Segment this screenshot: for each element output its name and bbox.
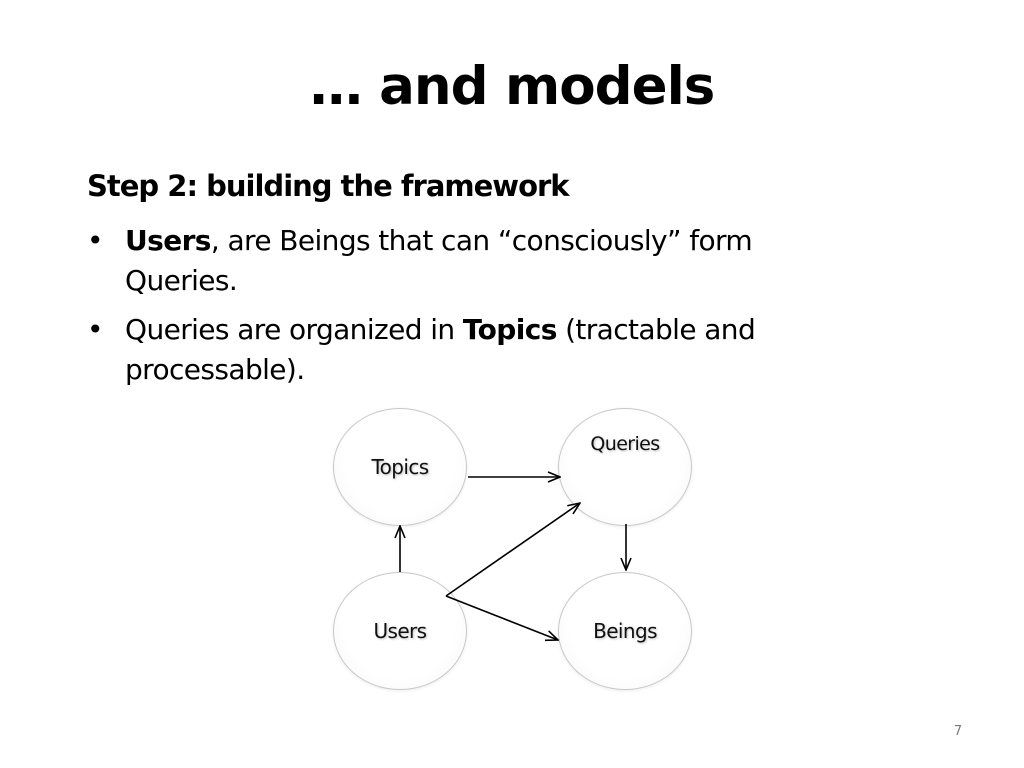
edge-users-to-queries xyxy=(445,503,580,597)
node-label-users: Users xyxy=(373,619,427,643)
node-topics: Topics xyxy=(333,408,467,526)
bullet-topics: • Queries are organized in Topics (tract… xyxy=(87,310,867,390)
node-label-topics: Topics xyxy=(371,455,429,479)
bullet-text: Users, are Beings that can “consciously”… xyxy=(125,221,867,301)
bullet-after-text: (tractable and processable). xyxy=(125,313,756,386)
diagram-arrows xyxy=(320,400,710,700)
page-number: 7 xyxy=(953,724,963,739)
slide-title: … and models xyxy=(309,56,716,117)
bullet-text: Queries are organized in Topics (tractab… xyxy=(125,310,867,390)
node-users: Users xyxy=(333,572,467,690)
bullet-marker: • xyxy=(87,313,104,346)
entity-diagram: Topics Queries Users Beings xyxy=(320,400,710,700)
bullet-rest-text: , are Beings that can “consciously” form… xyxy=(125,224,753,297)
node-beings: Beings xyxy=(558,572,692,690)
bullet-users: • Users, are Beings that can “consciousl… xyxy=(87,221,867,301)
node-label-queries: Queries xyxy=(590,433,660,455)
node-label-beings: Beings xyxy=(593,619,657,643)
bullet-marker: • xyxy=(87,224,104,257)
bullet-before-text: Queries are organized in xyxy=(125,313,463,346)
edge-users-to-beings xyxy=(445,595,558,640)
bullet-bold-term: Topics xyxy=(462,313,558,346)
step-heading: Step 2: building the framework xyxy=(87,169,570,203)
bullet-bold-term: Users xyxy=(125,224,211,257)
